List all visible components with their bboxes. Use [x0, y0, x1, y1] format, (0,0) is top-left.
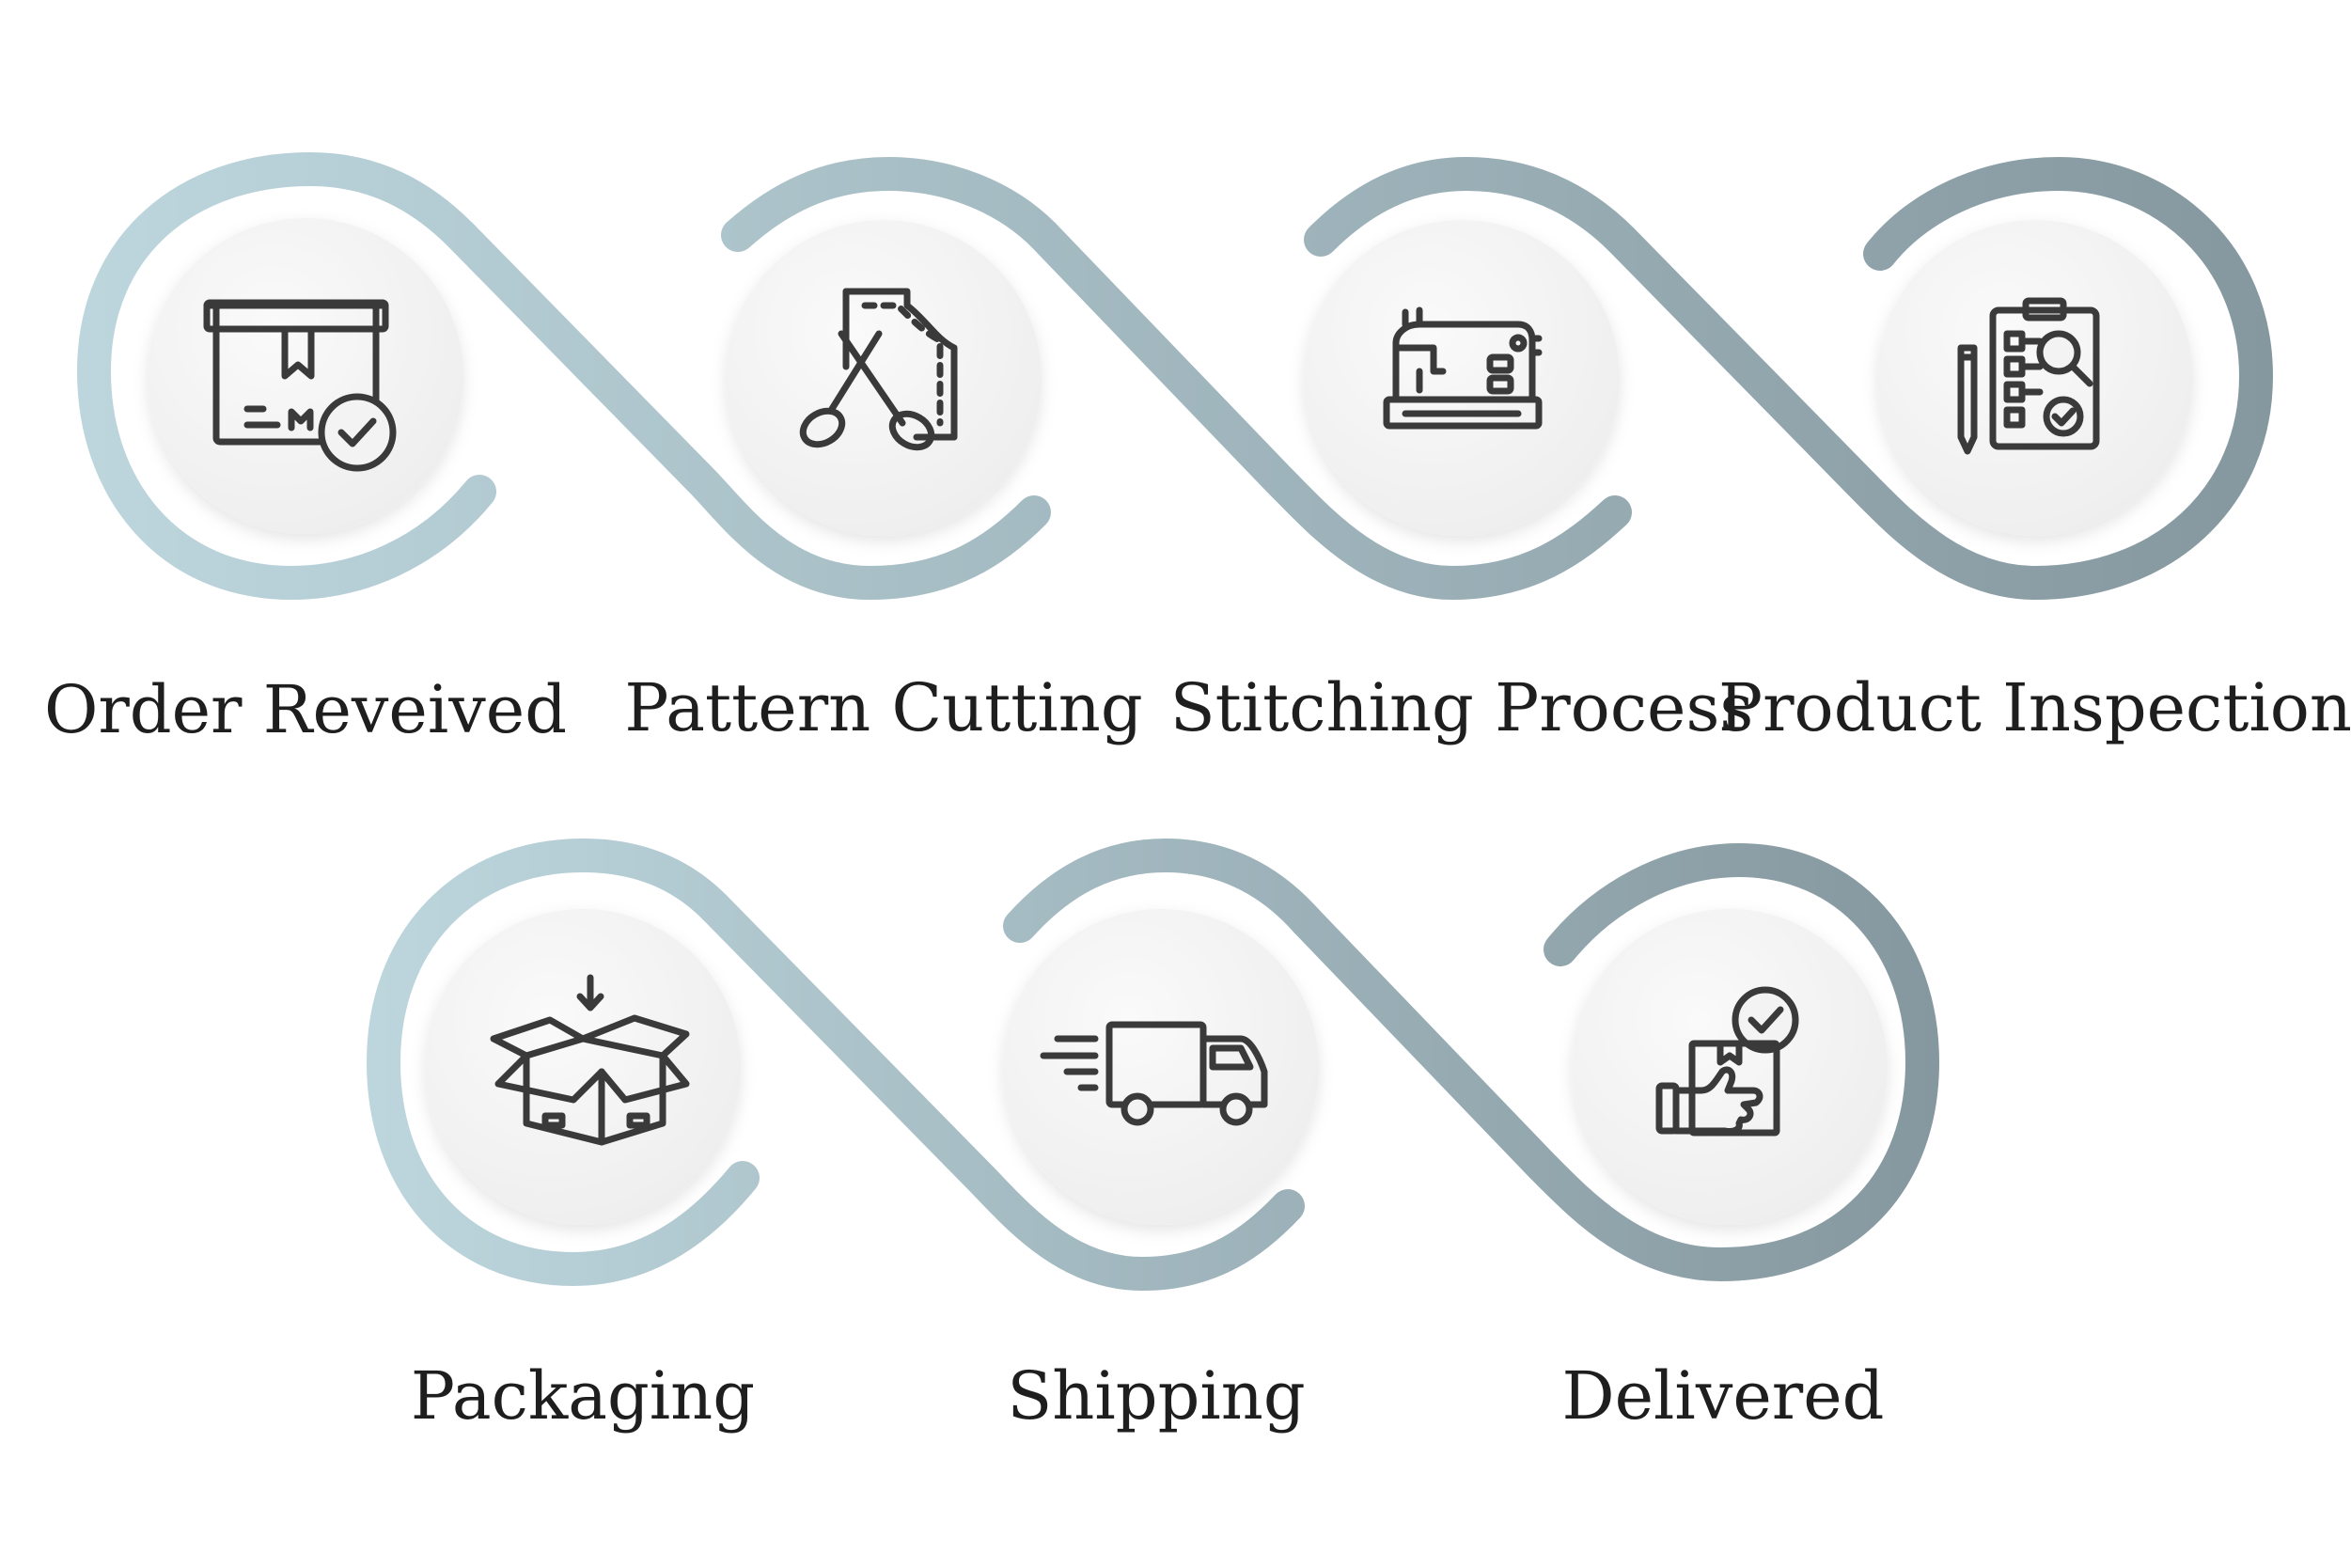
step-label-shipping: Shipping — [1007, 1357, 1306, 1435]
step-label-delivered: Delivered — [1561, 1357, 1885, 1435]
hand-box-check-icon — [1655, 986, 1799, 1137]
open-box-icon — [490, 974, 690, 1146]
step-label-pattern-cutting: Pattern Cutting — [624, 669, 1143, 746]
step-circle-4 — [1877, 220, 2193, 536]
step-circle-7 — [1572, 909, 1888, 1225]
sewing-machine-icon — [1383, 306, 1543, 430]
step-label-order-received: Order Reveived — [43, 671, 568, 748]
step-circle-6 — [1003, 909, 1319, 1225]
step-circle-2 — [726, 220, 1042, 536]
step-circle-3 — [1304, 220, 1620, 536]
step-circles — [148, 218, 2193, 1225]
scissors-pattern-icon — [799, 288, 958, 451]
step-circle-1 — [148, 218, 463, 534]
clipboard-inspection-icon — [1957, 297, 2100, 455]
delivery-truck-icon — [1040, 1021, 1268, 1126]
step-label-stitching-process: Stitching Process — [1169, 669, 1754, 746]
step-circle-5 — [425, 909, 741, 1225]
step-label-packaging: Packaging — [410, 1357, 756, 1435]
top-ribbon — [76, 151, 2274, 601]
package-check-icon — [203, 299, 397, 472]
bottom-ribbon — [366, 838, 1940, 1292]
step-label-product-inspection: Product Inspection — [1717, 669, 2351, 746]
